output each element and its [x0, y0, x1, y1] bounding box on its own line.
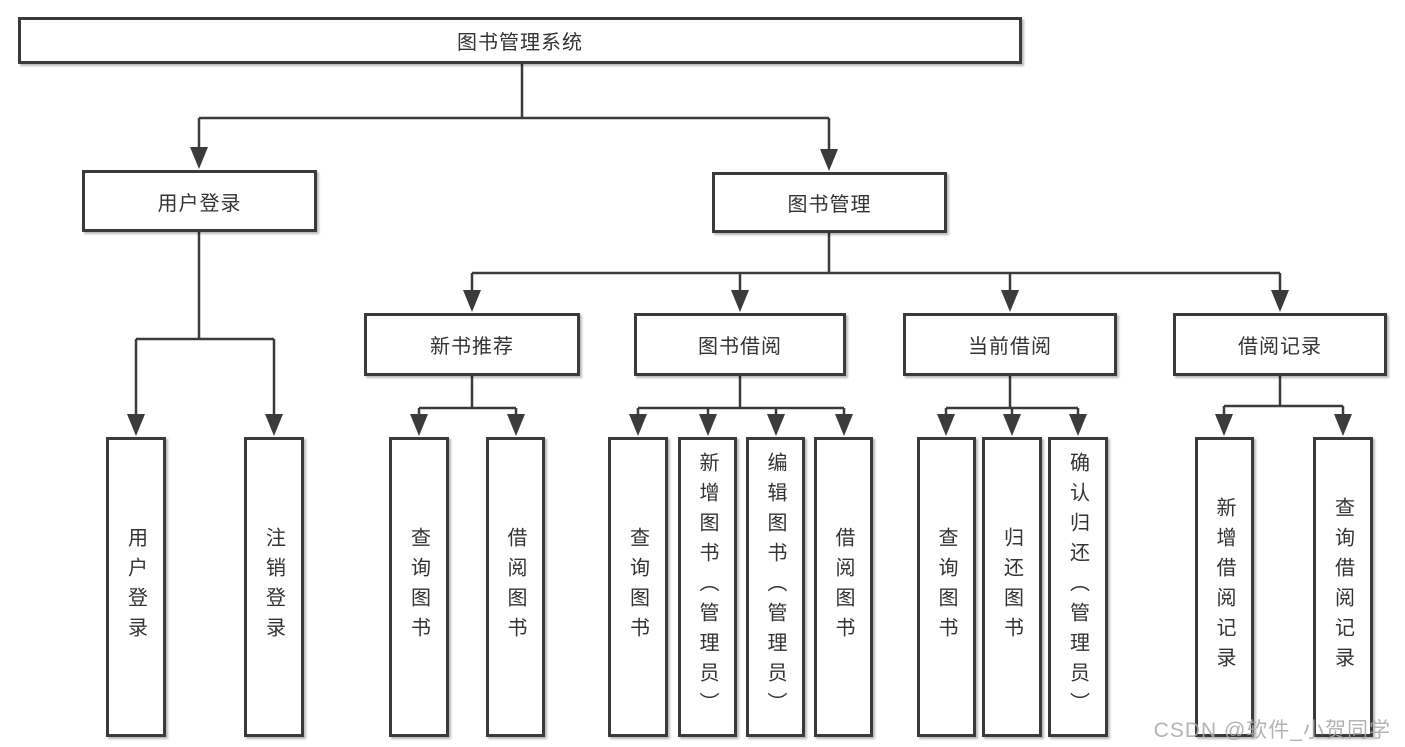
- connector-root-to-level2: [197, 64, 831, 152]
- leaf-label: 查询图书: [407, 527, 430, 647]
- arrow-down-icon: [265, 414, 283, 436]
- leaf-query-books-current: 查询图书: [917, 437, 976, 737]
- arrow-down-icon: [629, 414, 647, 436]
- node-label: 图书管理: [787, 194, 872, 216]
- arrow-down-icon: [507, 414, 525, 436]
- arrow-down-icon: [1069, 414, 1087, 436]
- arrow-down-icon: [127, 414, 145, 436]
- node-root-label: 图书管理系统: [457, 32, 583, 54]
- node-label: 新书推荐: [430, 336, 514, 358]
- leaf-add-borrow-record: 新增借阅记录: [1195, 437, 1254, 737]
- leaf-logout: 注销登录: [244, 437, 304, 737]
- leaf-label: 注销登录: [262, 527, 285, 647]
- node-current-borrowing: 当前借阅: [903, 313, 1117, 376]
- leaf-borrow-books-borrowing: 借阅图书: [814, 437, 873, 737]
- arrowheads: [127, 147, 1352, 436]
- arrow-down-icon: [767, 414, 785, 436]
- node-book-management: 图书管理: [712, 172, 947, 233]
- connector-book-management-children: [470, 233, 1282, 294]
- node-label: 图书借阅: [698, 336, 782, 358]
- leaf-confirm-return-admin: 确认归还（管理员）: [1048, 437, 1108, 737]
- arrow-down-icon: [820, 149, 838, 171]
- node-label: 当前借阅: [968, 336, 1052, 358]
- leaf-borrow-books-newrec: 借阅图书: [486, 437, 545, 737]
- leaf-label: 用户登录: [124, 527, 147, 647]
- leaf-return-books: 归还图书: [982, 437, 1042, 737]
- node-user-login: 用户登录: [82, 170, 317, 232]
- arrow-down-icon: [835, 414, 853, 436]
- arrow-down-icon: [190, 147, 208, 169]
- leaf-label: 借阅图书: [504, 527, 526, 647]
- connector-book-borrowing-children: [636, 376, 846, 418]
- leaf-query-books-newrec: 查询图书: [389, 437, 449, 737]
- leaf-label: 确认归还（管理员）: [1066, 452, 1089, 722]
- arrow-down-icon: [1003, 414, 1021, 436]
- arrow-down-icon: [699, 414, 717, 436]
- leaf-label: 编辑图书（管理员）: [764, 452, 786, 722]
- leaf-add-books-admin: 新增图书（管理员）: [678, 437, 737, 737]
- arrow-down-icon: [410, 414, 428, 436]
- arrow-down-icon: [1271, 290, 1289, 312]
- connector-new-book-children: [417, 376, 518, 418]
- connector-current-borrowing-children: [944, 376, 1080, 418]
- leaf-label: 查询图书: [935, 527, 957, 647]
- leaf-label: 查询借阅记录: [1331, 497, 1354, 677]
- leaf-query-books-borrowing: 查询图书: [608, 437, 668, 737]
- node-root: 图书管理系统: [18, 17, 1022, 64]
- arrow-down-icon: [1001, 290, 1019, 312]
- leaf-query-borrow-record: 查询借阅记录: [1313, 437, 1373, 737]
- leaf-label: 借阅图书: [832, 527, 854, 647]
- leaf-user-login: 用户登录: [106, 437, 166, 737]
- leaf-label: 新增图书（管理员）: [696, 452, 718, 722]
- node-label: 借阅记录: [1238, 336, 1322, 358]
- arrow-down-icon: [1334, 414, 1352, 436]
- arrow-down-icon: [937, 414, 955, 436]
- connector-borrowing-records-children: [1222, 376, 1345, 418]
- leaf-label: 归还图书: [1000, 527, 1023, 647]
- node-label: 用户登录: [157, 192, 242, 215]
- connector-user-login-children: [134, 232, 276, 418]
- arrow-down-icon: [463, 290, 481, 312]
- arrow-down-icon: [731, 290, 749, 312]
- node-borrowing-records: 借阅记录: [1173, 313, 1387, 376]
- leaf-label: 查询图书: [626, 527, 649, 647]
- arrow-down-icon: [1215, 414, 1233, 436]
- leaf-label: 新增借阅记录: [1213, 497, 1235, 677]
- node-book-borrowing: 图书借阅: [634, 313, 846, 376]
- leaf-edit-books-admin: 编辑图书（管理员）: [746, 437, 805, 737]
- node-new-book-recommend: 新书推荐: [364, 313, 580, 376]
